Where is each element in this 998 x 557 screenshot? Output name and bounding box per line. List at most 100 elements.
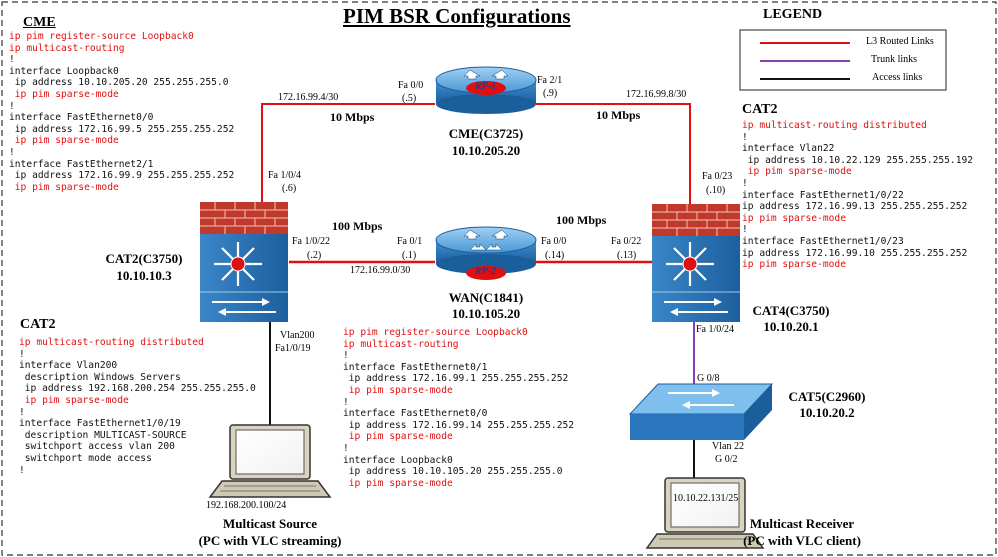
cat4-fa023-label: Fa 0/23 bbox=[702, 171, 733, 182]
cat4-fa022-host: (.13) bbox=[617, 250, 637, 261]
config-line: ip pim sparse-mode bbox=[343, 431, 453, 443]
cat4-fa023-host: (.10) bbox=[706, 185, 726, 196]
config-line: description Windows Servers bbox=[19, 371, 181, 383]
config-line: interface FastEthernet2/1 bbox=[9, 158, 154, 170]
config-line: ! bbox=[742, 224, 748, 236]
cme-device-name: CME(C3725) bbox=[448, 126, 524, 141]
link-cme-cat2-speed: 10 Mbps bbox=[330, 110, 375, 124]
legend-trunk-label: Trunk links bbox=[871, 54, 918, 65]
source-laptop-icon bbox=[208, 424, 332, 498]
cme-fa21-label: Fa 2/1 bbox=[537, 75, 563, 86]
wan-router-icon bbox=[435, 226, 537, 274]
config-line: ip pim sparse-mode bbox=[742, 212, 846, 224]
config-line: interface FastEthernet0/1 bbox=[343, 361, 488, 373]
cat2-device-name: CAT2(C3750) bbox=[105, 251, 183, 266]
cat2-fa104-host: (.6) bbox=[282, 183, 297, 194]
config-line: ip address 10.10.205.20 255.255.255.0 bbox=[9, 77, 229, 89]
source-pc-name: Multicast Source bbox=[223, 516, 317, 531]
config-line: ip pim sparse-mode bbox=[742, 166, 852, 178]
config-line: ip address 172.16.99.13 255.255.255.252 bbox=[742, 201, 968, 213]
config-line: interface FastEthernet1/0/22 bbox=[742, 189, 904, 201]
cme-device-ip: 10.10.205.20 bbox=[451, 143, 521, 158]
config-line: ! bbox=[9, 146, 15, 158]
wan-fa01-label: Fa 0/1 bbox=[397, 236, 423, 247]
config-line: ip pim register-source Loopback0 bbox=[9, 31, 194, 42]
config-line: ip address 172.16.99.5 255.255.255.252 bbox=[9, 123, 235, 135]
config-line: switchport access vlan 200 bbox=[19, 441, 175, 453]
config-line: switchport mode access bbox=[19, 452, 152, 464]
config-line: ! bbox=[343, 396, 349, 408]
receiver-laptop-icon bbox=[645, 477, 765, 549]
config-line: ip address 172.16.99.1 255.255.255.252 bbox=[343, 373, 569, 385]
wan-badge bbox=[466, 266, 506, 280]
cat2-fa1022-label: Fa 1/0/22 bbox=[292, 236, 331, 247]
config-line: ip address 172.16.99.10 255.255.255.252 bbox=[742, 247, 968, 259]
config-line: ip pim sparse-mode bbox=[742, 259, 846, 271]
config-line: ! bbox=[9, 54, 15, 66]
wan-device-name: WAN(C1841) bbox=[448, 290, 524, 305]
link-cme-cat2-subnet: 172.16.99.4/30 bbox=[278, 92, 339, 103]
link-wan-cat4-speed: 100 Mbps bbox=[556, 213, 607, 227]
receiver-pc-ip: 10.10.22.131/25 bbox=[673, 493, 739, 504]
wan-fa00-host: (.14) bbox=[545, 250, 565, 261]
cat2-fa1019-label: Fa1/0/19 bbox=[275, 343, 311, 354]
config-line: ip address 172.16.99.9 255.255.255.252 bbox=[9, 170, 235, 182]
config-line: interface Vlan200 bbox=[19, 360, 118, 372]
config-line: ! bbox=[742, 131, 748, 143]
config-line: ! bbox=[19, 348, 25, 360]
source-pc-desc: (PC with VLC streaming) bbox=[198, 533, 342, 548]
config-line: ip pim sparse-mode bbox=[343, 384, 453, 396]
cat5-device-ip: 10.10.20.2 bbox=[799, 405, 855, 420]
receiver-pc-name: Multicast Receiver bbox=[749, 516, 855, 531]
cat2-config-block: ip multicast-routing distributed!interfa… bbox=[19, 337, 256, 476]
wan-fa01-host: (.1) bbox=[402, 250, 417, 261]
receiver-pc-desc: (PC with VLC client) bbox=[743, 533, 861, 548]
cat2-switch-icon bbox=[200, 202, 288, 322]
config-line: ip multicast-routing bbox=[9, 42, 125, 54]
link-cme-cat4 bbox=[536, 103, 691, 204]
cat4-device-name: CAT4(C3750) bbox=[752, 303, 830, 318]
cme-badge bbox=[466, 81, 506, 95]
cme-fa00-host: (.5) bbox=[402, 93, 417, 104]
config-line: ip pim sparse-mode bbox=[9, 88, 119, 100]
cat5-vlan22-label: Vlan 22 bbox=[712, 441, 744, 452]
config-line: ip pim sparse-mode bbox=[9, 135, 119, 147]
config-line: ! bbox=[19, 406, 25, 418]
config-line: ip address 10.10.22.129 255.255.255.192 bbox=[742, 154, 974, 166]
link-cme-cat4-subnet: 172.16.99.8/30 bbox=[626, 89, 687, 100]
config-line: ip address 192.168.200.254 255.255.255.0 bbox=[19, 383, 256, 395]
cat4-device-ip: 10.10.20.1 bbox=[763, 319, 819, 334]
config-line: ! bbox=[742, 177, 748, 189]
config-line: ! bbox=[343, 442, 349, 454]
page-title: PIM BSR Configurations bbox=[343, 4, 571, 28]
config-line: ip pim register-source Loopback0 bbox=[343, 327, 528, 338]
legend-title: LEGEND bbox=[763, 7, 823, 22]
link-cat2-wan-subnet: 172.16.99.0/30 bbox=[350, 265, 411, 276]
config-line: ip multicast-routing bbox=[343, 338, 459, 350]
wan-rp-badge-label: RP-2 bbox=[475, 266, 497, 277]
cme-rp-badge-label: RP-1 bbox=[475, 81, 497, 92]
cat4-fa022-label: Fa 0/22 bbox=[611, 236, 642, 247]
config-line: ! bbox=[9, 100, 15, 112]
config-line: ! bbox=[19, 464, 25, 476]
config-line: ip pim sparse-mode bbox=[343, 477, 453, 489]
cat4-config-header: CAT2 bbox=[742, 102, 778, 117]
cat2-device-ip: 10.10.10.3 bbox=[116, 268, 172, 283]
config-line: interface FastEthernet1/0/23 bbox=[742, 235, 904, 247]
cat5-g08-label: G 0/8 bbox=[697, 373, 720, 384]
config-line: interface Vlan22 bbox=[742, 143, 835, 155]
cat5-device-name: CAT5(C2960) bbox=[788, 389, 866, 404]
cat2-fa1022-host: (.2) bbox=[307, 250, 322, 261]
cme-config-header: CME bbox=[23, 15, 56, 30]
config-line: ip multicast-routing distributed bbox=[19, 337, 204, 348]
config-line: interface FastEthernet0/0 bbox=[9, 112, 154, 124]
cme-fa00-label: Fa 0/0 bbox=[398, 80, 424, 91]
wan-fa00-label: Fa 0/0 bbox=[541, 236, 567, 247]
config-line: interface FastEthernet0/0 bbox=[343, 408, 488, 420]
config-line: ! bbox=[343, 350, 349, 362]
cat5-switch-icon bbox=[628, 383, 774, 440]
cat4-config-block: ip multicast-routing distributed!interfa… bbox=[742, 120, 973, 271]
